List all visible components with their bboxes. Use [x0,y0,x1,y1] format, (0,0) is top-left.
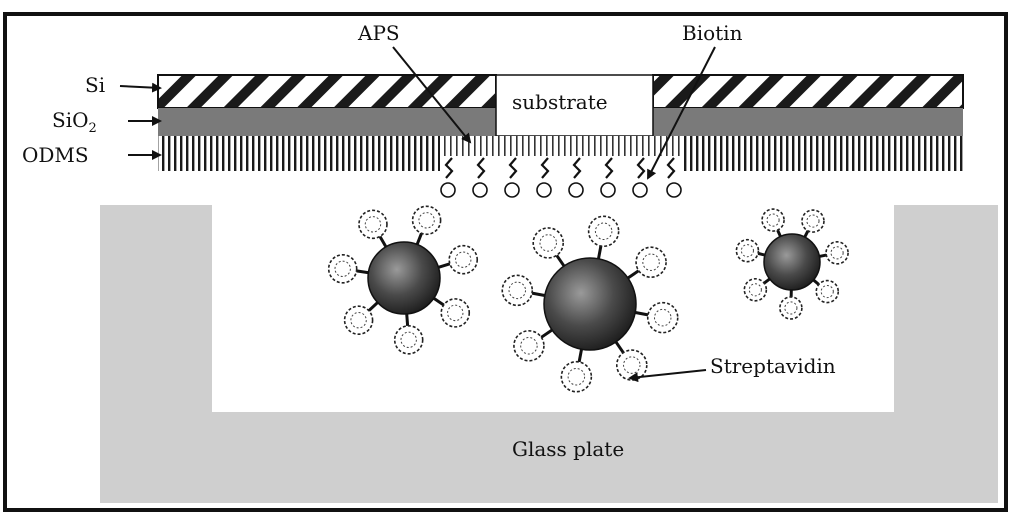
streptavidin-molecule [825,241,849,265]
bead-3 [763,233,821,291]
streptavidin-molecule [393,325,424,355]
si-label: Si [85,73,105,97]
streptavidin-molecule [815,279,840,304]
streptavidin-molecule [513,329,545,362]
streptavidin-molecule-inner [820,284,834,299]
odms-layer-right [682,136,963,171]
glass-plate-label: Glass plate [512,437,624,461]
streptavidin-molecule-inner [830,246,844,260]
streptavidin-molecule [343,305,374,336]
bead-2 [543,257,637,351]
streptavidin-molecule-inner [364,216,382,233]
si-layer-right [652,74,964,109]
bead-1 [367,241,441,315]
streptavidin-molecule-inner [334,260,351,278]
odms-label: ODMS [22,143,89,167]
streptavidin-label: Streptavidin [710,354,836,378]
streptavidin-molecule [761,208,785,232]
streptavidin-molecule [615,349,648,381]
streptavidin-molecule [440,298,471,328]
streptavidin-molecule [411,205,442,236]
biotin-label: Biotin [682,21,743,45]
streptavidin-molecule-inner [418,212,435,229]
streptavidin-molecule-inner [455,251,472,268]
si-arrow [119,82,162,93]
biotin-row [440,157,682,198]
streptavidin-molecule [801,209,825,233]
streptavidin-molecule [501,274,534,307]
streptavidin-molecule [735,238,760,263]
streptavidin-molecule [743,277,768,302]
substrate-window [495,74,654,137]
streptavidin-beads [327,205,849,393]
sio2-layer-left [158,108,496,136]
biotin-arrow [647,46,716,180]
glass-plate [100,205,998,503]
streptavidin-molecule-inner [642,253,660,271]
aps-arrow [392,46,472,144]
si-layer-left [157,74,497,109]
streptavidin-molecule-inner [653,308,672,327]
streptavidin-molecule [532,227,565,259]
streptavidin-molecule [779,296,803,320]
streptavidin-molecule-inner [784,301,798,315]
aps-layer [440,136,682,156]
streptavidin-molecule-inner [400,331,417,349]
streptavidin-molecule-inner [806,214,820,228]
streptavidin-molecule-inner [508,281,527,300]
streptavidin-molecule-inner [740,244,754,258]
streptavidin-molecule-inner [594,222,613,241]
streptavidin-molecule [646,301,679,334]
streptavidin-molecule-inner [766,213,780,227]
streptavidin-molecule-inner [567,367,586,386]
outer-frame [3,12,1008,512]
streptavidin-molecule-inner [447,304,464,322]
streptavidin-molecule [635,246,667,279]
aps-label: APS [357,21,400,45]
sio2-label: SiO2 [52,108,97,136]
streptavidin-molecule-inner [539,234,557,252]
streptavidin-molecule-inner [520,337,538,355]
odms-layer-left [158,136,440,171]
streptavidin-molecule [358,209,388,240]
streptavidin-arrow [628,369,707,383]
streptavidin-molecule [327,254,358,284]
streptavidin-molecule-inner [748,283,762,297]
streptavidin-molecule-inner [350,312,367,329]
substrate-label: substrate [512,90,608,114]
streptavidin-molecule [587,215,620,248]
streptavidin-molecule [560,360,593,393]
sio2-layer-right [653,108,963,136]
streptavidin-molecule [448,244,479,275]
